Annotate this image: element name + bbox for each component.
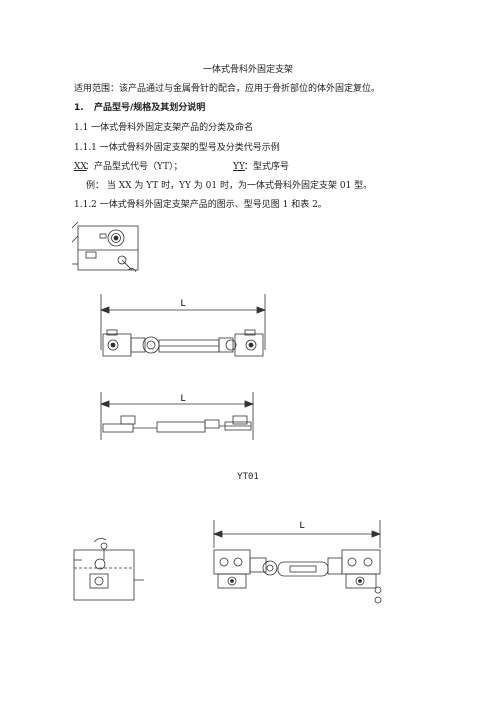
scope-text: 适用范围：该产品通过与金属骨针的配合，应用于骨折部位的体外固定复位。 [74,84,381,94]
section-number: 1. [74,103,84,113]
document-title: 一体式骨科外固定支架 [202,65,293,75]
subsection-1-1-1: 1.1.1 一体式骨科外固定支架的型号及分类代号示例 [74,143,280,153]
dimension-label-large: L [299,521,304,531]
code-yy-desc: ：型式序号 [244,162,290,172]
assembly-figure-side: L [99,392,255,440]
figure-caption: YT01 [237,472,259,482]
code-yy: YY [233,162,245,172]
section-heading: 产品型号/规格及其划分说明 [94,103,206,113]
dimension-label-top: L [180,299,185,309]
dimension-label-side: L [180,394,185,404]
subsection-1-1: 1.1 一体式骨科外固定支架产品的分类及命名 [74,123,254,133]
code-xx-desc: ：产品型式代号（YT）； [85,162,183,172]
assembly-figure-top: L [99,294,267,357]
subsection-1-1-2: 1.1.2 一体式骨科外固定支架产品的图示、型号见图 1 和表 2。 [74,200,327,210]
example-text: 例： 当 XX 为 YT 时，YY 为 01 时，为一体式骨科外固定支架 01 … [86,181,373,191]
clamp-detail-figure [71,221,139,273]
clamp-detail-figure-2 [73,538,144,601]
code-xx: XX [74,162,87,172]
assembly-figure-large: L [212,520,382,604]
